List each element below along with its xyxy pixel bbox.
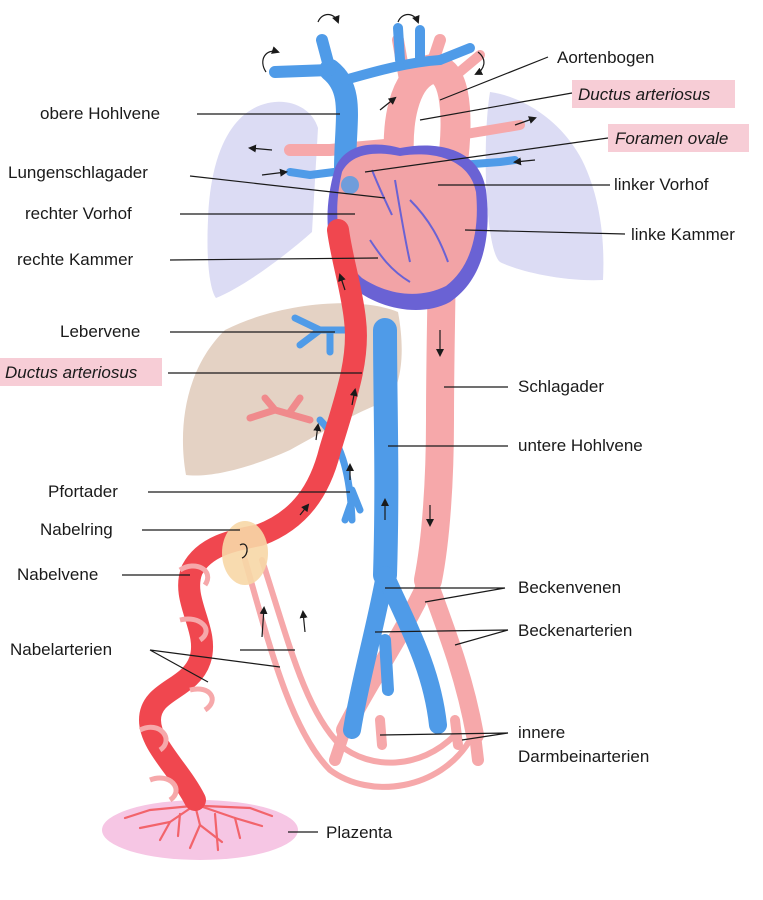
umbilical-cord-twists xyxy=(138,563,215,803)
label-linker-vorhof: linker Vorhof xyxy=(614,175,709,194)
left-lung xyxy=(485,92,604,281)
leader-beckenvenen xyxy=(385,587,506,603)
leader-lungenschlagader xyxy=(189,175,386,199)
heart xyxy=(327,144,488,311)
liver xyxy=(182,303,402,476)
leader-darmbeinarterien xyxy=(379,732,509,741)
label-schlagader: Schlagader xyxy=(518,377,604,396)
label-darmbeinarterien: Darmbeinarterien xyxy=(518,747,649,766)
label-lungenschlagader: Lungenschlagader xyxy=(8,163,148,182)
umbilical-ring-loop xyxy=(239,543,248,559)
label-innere: innere xyxy=(518,723,565,742)
heart-internal-lines xyxy=(369,169,449,283)
label-foramen-ovale: Foramen ovale xyxy=(615,129,728,148)
label-lebervene: Lebervene xyxy=(60,322,140,341)
placenta xyxy=(102,800,298,860)
label-obere-hohlvene: obere Hohlvene xyxy=(40,104,160,123)
label-rechte-kammer: rechte Kammer xyxy=(17,250,134,269)
label-pfortader: Pfortader xyxy=(48,482,118,501)
right-lung xyxy=(207,101,318,298)
label-nabelarterien: Nabelarterien xyxy=(10,640,112,659)
label-plazenta: Plazenta xyxy=(326,823,393,842)
leader-rechte-kammer xyxy=(169,257,379,261)
label-nabelring: Nabelring xyxy=(40,520,113,539)
umbilical-ring xyxy=(222,521,268,585)
heart-chambers xyxy=(337,153,477,294)
foramen-ovale-shape xyxy=(341,176,359,194)
inferior-vena-cava-vessel xyxy=(373,318,399,587)
ductus-mid-highlight xyxy=(0,358,162,386)
leader-lines xyxy=(122,56,626,833)
label-beckenarterien: Beckenarterien xyxy=(518,621,632,640)
leader-linke-kammer xyxy=(464,229,626,235)
placenta-disc xyxy=(102,800,298,860)
label-nabelvene: Nabelvene xyxy=(17,565,98,584)
leader-foramen-ovale xyxy=(364,137,609,173)
leader-nabelarterien xyxy=(149,649,295,683)
label-ductus-arteriosus-top: Ductus arteriosus xyxy=(578,85,711,104)
label-aortenbogen: Aortenbogen xyxy=(557,48,654,67)
label-ductus-arteriosus-mid: Ductus arteriosus xyxy=(5,363,138,382)
label-rechter-vorhof: rechter Vorhof xyxy=(25,204,132,223)
flow-arrows xyxy=(248,13,537,638)
label-linke-kammer: linke Kammer xyxy=(631,225,735,244)
leader-ductus-top xyxy=(419,92,573,121)
placenta-vessels xyxy=(123,803,274,852)
labels: Aortenbogen Ductus arteriosus obere Hohl… xyxy=(5,48,735,842)
ductus-top-highlight xyxy=(572,80,735,108)
foramen-ovale-highlight xyxy=(608,124,749,152)
label-beckenvenen: Beckenvenen xyxy=(518,578,621,597)
leader-beckenarterien xyxy=(374,629,509,646)
leader-aortenbogen xyxy=(439,56,549,101)
label-untere-hohlvene: untere Hohlvene xyxy=(518,436,643,455)
